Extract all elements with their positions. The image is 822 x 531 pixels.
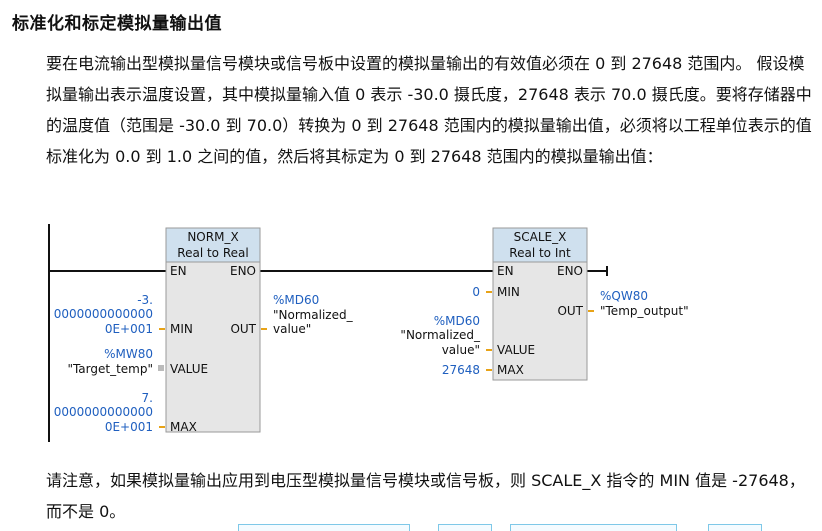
scale-x-eno-pin: ENO xyxy=(557,264,583,278)
norm-x-eno-pin: ENO xyxy=(230,264,256,278)
norm-out-address[interactable]: %MD60 xyxy=(273,293,319,307)
norm-x-min-pin: MIN xyxy=(170,322,193,336)
scale-out-address[interactable]: %QW80 xyxy=(600,289,648,303)
norm-out-tag-line1[interactable]: "Normalized_ xyxy=(273,308,354,322)
norm-value-marker xyxy=(158,365,164,371)
scale-out-tag[interactable]: "Temp_output" xyxy=(600,304,689,318)
norm-x-max-pin: MAX xyxy=(170,420,197,434)
scale-x-subtitle: Real to Int xyxy=(509,246,571,260)
scale-x-out-pin: OUT xyxy=(557,304,583,318)
scale-max-operand[interactable]: 27648 xyxy=(442,363,480,377)
scale-x-en-pin: EN xyxy=(497,264,514,278)
scale-value-tag-line1[interactable]: "Normalized_ xyxy=(400,328,481,342)
norm-x-out-pin: OUT xyxy=(230,322,256,336)
bottom-decor-4 xyxy=(708,524,762,531)
norm-value-address[interactable]: %MW80 xyxy=(104,347,153,361)
scale-x-value-pin: VALUE xyxy=(497,343,535,357)
norm-min-operand-line2[interactable]: 0000000000000 xyxy=(54,307,153,321)
norm-min-operand-line1[interactable]: -3. xyxy=(137,293,153,307)
bottom-decor-2 xyxy=(438,524,492,531)
norm-x-value-pin: VALUE xyxy=(170,362,208,376)
scale-min-operand[interactable]: 0 xyxy=(472,285,480,299)
scale-value-address[interactable]: %MD60 xyxy=(434,314,480,328)
scale-x-title: SCALE_X xyxy=(514,230,567,244)
bottom-decor-3 xyxy=(510,524,677,531)
norm-min-operand-line3[interactable]: 0E+001 xyxy=(105,322,153,336)
norm-x-title: NORM_X xyxy=(187,230,238,244)
norm-max-operand-line2[interactable]: 0000000000000 xyxy=(54,405,153,419)
intro-paragraph: 要在电流输出型模拟量信号模块或信号板中设置的模拟量输出的有效值必须在 0 到 2… xyxy=(46,54,812,166)
norm-max-operand-line1[interactable]: 7. xyxy=(142,391,153,405)
section-heading: 标准化和标定模拟量输出值 xyxy=(12,14,222,34)
norm-max-operand-line3[interactable]: 0E+001 xyxy=(105,420,153,434)
norm-out-tag-line2[interactable]: value" xyxy=(273,322,311,336)
bottom-decor-1 xyxy=(238,524,410,531)
scale-x-min-pin: MIN xyxy=(497,285,520,299)
norm-value-tag[interactable]: "Target_temp" xyxy=(67,362,153,376)
ladder-diagram: NORM_X Real to Real EN ENO MIN OUT VALUE… xyxy=(48,224,689,442)
scale-x-title-bar xyxy=(492,227,588,263)
scale-x-block[interactable]: SCALE_X Real to Int EN ENO MIN OUT VALUE… xyxy=(492,227,588,381)
norm-x-title-bar xyxy=(165,227,261,263)
scale-value-tag-line2[interactable]: value" xyxy=(442,343,480,357)
note-paragraph: 请注意，如果模拟量输出应用到电压型模拟量信号模块或信号板，则 SCALE_X 指… xyxy=(46,471,805,521)
norm-x-subtitle: Real to Real xyxy=(177,246,248,260)
norm-x-block[interactable]: NORM_X Real to Real EN ENO MIN OUT VALUE… xyxy=(165,227,261,434)
scale-x-max-pin: MAX xyxy=(497,363,524,377)
norm-x-en-pin: EN xyxy=(170,264,187,278)
